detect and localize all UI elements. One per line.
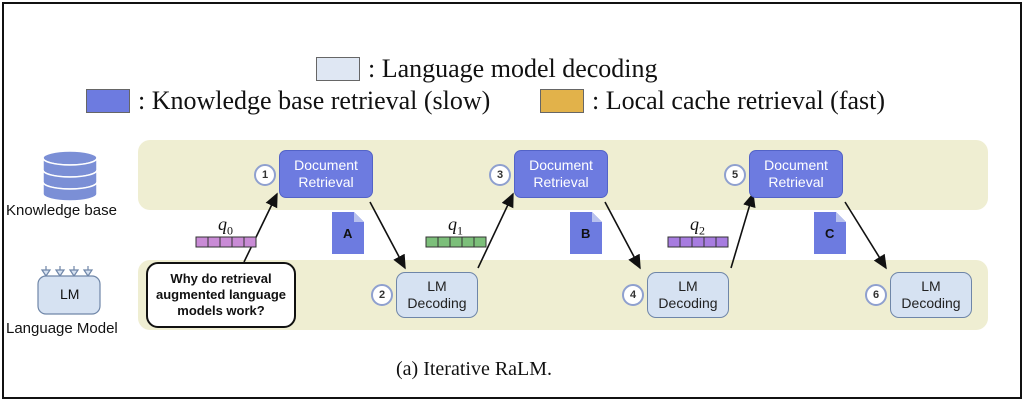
- query-label-q2: q2: [690, 214, 705, 238]
- question-bubble: Why do retrieval augmented language mode…: [146, 262, 296, 328]
- step-number-6: 6: [865, 284, 887, 306]
- legend-swatch-lm-decoding: [316, 57, 360, 81]
- step-4-lm-decoding: LM Decoding: [647, 272, 729, 318]
- document-label-c: C: [825, 226, 835, 241]
- legend-kb-retrieval: : Knowledge base retrieval (slow): [86, 86, 490, 116]
- document-label-b: B: [581, 226, 591, 241]
- query-vector-q1: [425, 236, 487, 248]
- document-icon-b: [570, 212, 602, 254]
- legend-lm-decoding: : Language model decoding: [316, 54, 658, 84]
- document-label-a: A: [343, 226, 353, 241]
- lm-icon-label: LM: [60, 286, 80, 302]
- legend-cache-retrieval: : Local cache retrieval (fast): [540, 86, 885, 116]
- arrow-retrieval-5-to-decoding-6: [844, 201, 887, 270]
- legend-label-lm-decoding: : Language model decoding: [368, 54, 658, 83]
- step-number-2: 2: [371, 284, 393, 306]
- step-5-document-retrieval: Document Retrieval: [749, 150, 843, 198]
- knowledge-base-label: Knowledge base: [6, 202, 117, 219]
- query-vector-q2: [667, 236, 729, 248]
- step-number-1: 1: [254, 164, 276, 186]
- arrow-decoding-2-to-retrieval-3: [477, 192, 514, 269]
- query-vector-q0: [195, 236, 257, 248]
- query-label-q0: q0: [218, 214, 233, 238]
- query-label-q1: q1: [448, 214, 463, 238]
- step-3-document-retrieval: Document Retrieval: [514, 150, 608, 198]
- arrow-question-to-retrieval-1: [243, 192, 278, 263]
- step-2-lm-decoding: LM Decoding: [396, 272, 478, 318]
- step-1-document-retrieval: Document Retrieval: [279, 150, 373, 198]
- legend-swatch-kb-retrieval: [86, 89, 130, 113]
- figure-caption: (a) Iterative RaLM.: [396, 358, 553, 380]
- legend-swatch-cache-retrieval: [540, 89, 584, 113]
- legend-label-cache-retrieval: : Local cache retrieval (fast): [592, 86, 886, 115]
- step-6-lm-decoding: LM Decoding: [890, 272, 972, 318]
- arrow-retrieval-1-to-decoding-2: [369, 201, 406, 270]
- legend-label-kb-retrieval: : Knowledge base retrieval (slow): [138, 86, 491, 115]
- arrow-decoding-4-to-retrieval-5: [730, 192, 756, 269]
- step-number-3: 3: [489, 164, 511, 186]
- language-model-label: Language Model: [6, 320, 118, 337]
- step-number-5: 5: [724, 164, 746, 186]
- arrow-retrieval-3-to-decoding-4: [604, 201, 641, 270]
- document-icon-a: [332, 212, 364, 254]
- document-icon-c: [814, 212, 846, 254]
- step-number-4: 4: [622, 284, 644, 306]
